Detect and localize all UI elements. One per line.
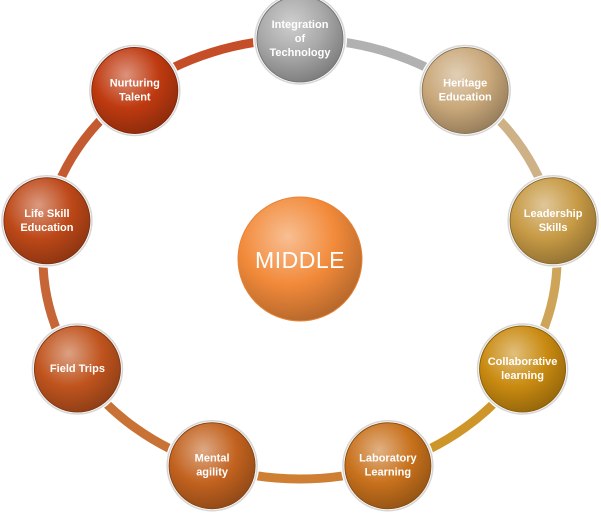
node-label: Integration — [272, 19, 329, 31]
node-circle — [3, 177, 91, 265]
node-label: Laboratory — [359, 453, 417, 465]
node-label: Collaborative — [488, 356, 558, 368]
node-circle — [168, 422, 256, 510]
node-label: Field Trips — [50, 363, 105, 375]
node-rim — [166, 419, 258, 512]
node-circle — [509, 177, 597, 265]
node-label: learning — [501, 370, 544, 382]
node-label: Mental — [195, 453, 230, 465]
node-label: Heritage — [443, 77, 487, 89]
node-label: Leadership — [524, 208, 583, 220]
node-rim — [31, 323, 124, 415]
node-label: Life Skill — [24, 208, 69, 220]
node-label: Education — [439, 91, 492, 103]
node-circle — [256, 0, 344, 83]
node-label: Skills — [539, 222, 568, 234]
center-circle — [237, 196, 363, 322]
center-node: MIDDLE — [237, 196, 363, 322]
node-rim — [476, 323, 569, 415]
node-circle — [421, 46, 509, 134]
node-circle — [344, 422, 432, 510]
node-circle — [91, 46, 179, 134]
node-label: Nurturing — [110, 77, 160, 89]
node-circle — [479, 325, 567, 413]
node-rim — [342, 419, 434, 512]
node-label: agility — [196, 467, 229, 479]
node-field-trips: Field Trips — [30, 322, 125, 416]
node-rim — [1, 175, 93, 267]
node-label: Education — [20, 222, 73, 234]
node-rim — [254, 0, 346, 85]
node-label: Talent — [119, 91, 151, 103]
node-rim — [419, 44, 511, 137]
node-label: of — [295, 33, 306, 45]
node-rim — [507, 175, 599, 267]
node-label: Learning — [365, 467, 411, 479]
node-collaborative-learning: Collaborative learning — [475, 322, 570, 416]
node-rim — [89, 44, 181, 137]
node-circle — [33, 325, 121, 413]
node-mental-agility: Mental agility — [165, 418, 260, 513]
center-label: MIDDLE — [255, 247, 345, 273]
node-label: Technology — [270, 47, 332, 59]
